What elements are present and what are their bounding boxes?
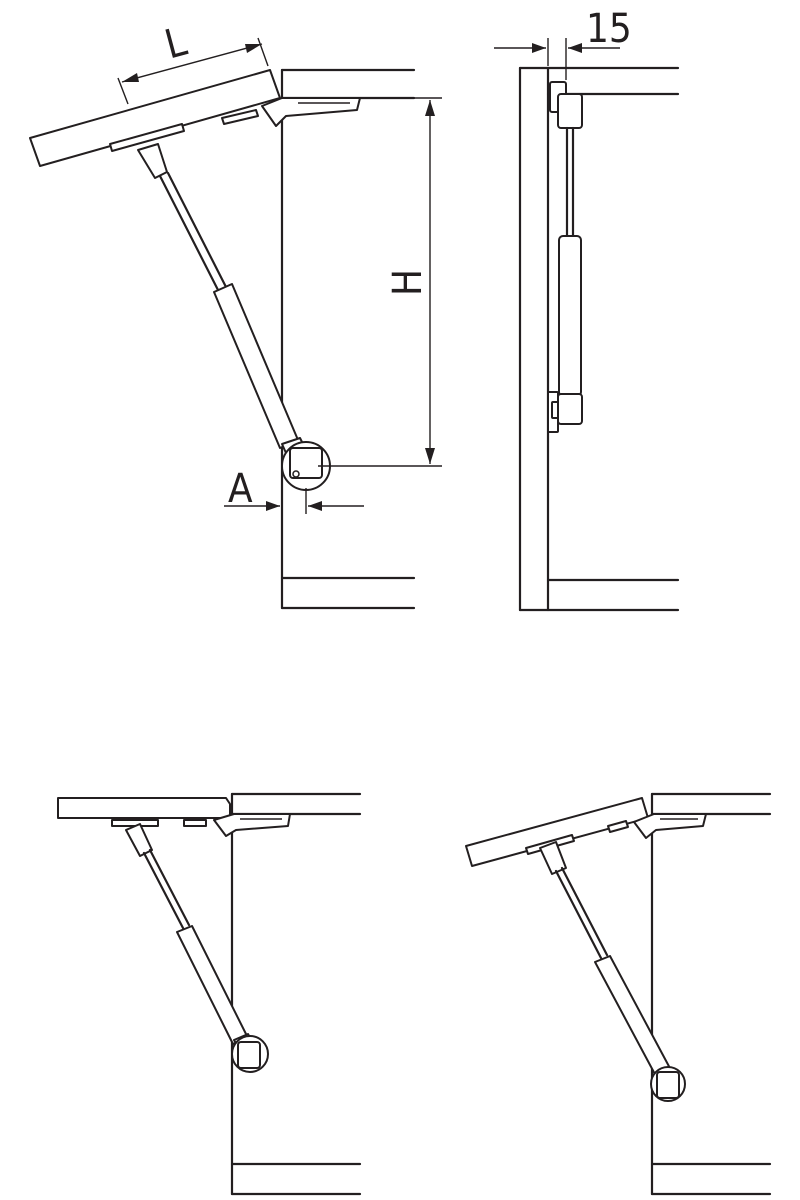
cabinet-side-panel-partial <box>650 792 772 1196</box>
cabinet-pivot-bracket <box>281 441 331 491</box>
side-view-closed <box>57 792 362 1196</box>
dimension-15: 15 <box>494 6 632 80</box>
front-view-closed: 15 <box>494 6 680 612</box>
dimension-h: H <box>318 97 442 467</box>
hinge-closed <box>111 813 291 837</box>
gas-strut-partial <box>539 841 679 1087</box>
cabinet-pivot-bracket-partial <box>650 1066 686 1102</box>
cabinet-side-panel-closed <box>230 792 362 1196</box>
dimension-h-label: H <box>385 269 431 296</box>
gas-strut-front <box>547 81 583 433</box>
gas-strut-closed <box>125 823 257 1055</box>
side-view-open: L H A <box>29 19 442 610</box>
dimension-l-label: L <box>160 19 191 69</box>
lid-mounting-plate <box>109 123 185 152</box>
cabinet-pivot-bracket-closed <box>231 1035 269 1073</box>
hinge <box>221 97 361 127</box>
side-view-partial-open <box>465 792 772 1196</box>
cabinet-front <box>518 66 680 612</box>
dimension-a: A <box>224 466 364 514</box>
cabinet-side-panel <box>280 68 416 610</box>
cabinet-lid-closed <box>57 797 231 819</box>
dimension-a-label: A <box>228 466 253 512</box>
dimension-15-label: 15 <box>586 6 632 52</box>
